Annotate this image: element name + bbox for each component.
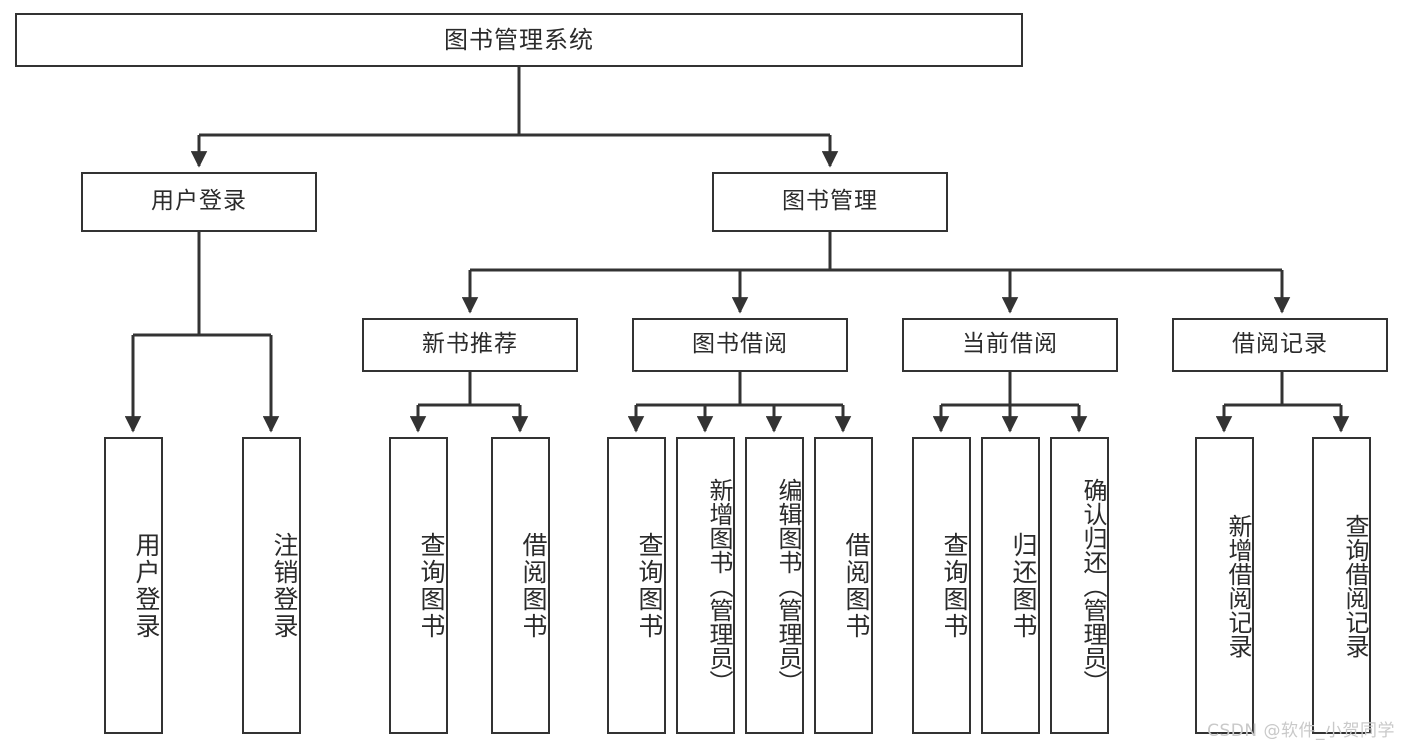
node-current-borrow[interactable]: 当前借阅 [902, 318, 1118, 372]
leaf-borrow-record-add[interactable]: 新增借阅记录 [1195, 437, 1254, 734]
leaf-current-borrow-query[interactable]: 查询图书 [912, 437, 971, 734]
leaf-new-book-query[interactable]: 查询图书 [389, 437, 448, 734]
node-label: 当前借阅 [962, 331, 1058, 358]
leaf-borrow-record-query[interactable]: 查询借阅记录 [1312, 437, 1371, 734]
node-user-login[interactable]: 用户登录 [81, 172, 317, 232]
node-label: 注销登录 [270, 531, 299, 640]
node-book-borrow[interactable]: 图书借阅 [632, 318, 848, 372]
node-label: 确认归还（管理员） [1079, 477, 1107, 694]
node-label: 用户登录 [151, 188, 247, 215]
leaf-book-borrow-edit-admin[interactable]: 编辑图书（管理员） [745, 437, 804, 734]
node-label: 用户登录 [132, 531, 161, 640]
node-label: 图书借阅 [692, 331, 788, 358]
leaf-book-borrow-borrow[interactable]: 借阅图书 [814, 437, 873, 734]
node-label: 查询借阅记录 [1341, 513, 1369, 658]
leaf-book-borrow-query[interactable]: 查询图书 [607, 437, 666, 734]
node-label: 借阅图书 [842, 531, 871, 640]
node-label: 查询图书 [417, 531, 446, 640]
node-label: 归还图书 [1009, 531, 1038, 640]
node-label: 编辑图书（管理员） [774, 477, 802, 694]
node-label: 新增借阅记录 [1224, 513, 1252, 658]
leaf-current-borrow-confirm-return-admin[interactable]: 确认归还（管理员） [1050, 437, 1109, 734]
leaf-book-borrow-add-admin[interactable]: 新增图书（管理员） [676, 437, 735, 734]
node-label: 借阅图书 [519, 531, 548, 640]
node-book-management[interactable]: 图书管理 [712, 172, 948, 232]
node-label: 新书推荐 [422, 331, 518, 358]
node-label: 新增图书（管理员） [705, 477, 733, 694]
leaf-new-book-borrow[interactable]: 借阅图书 [491, 437, 550, 734]
node-label: 图书管理系统 [444, 25, 594, 54]
watermark: CSDN @软件_小贺同学 [1207, 721, 1395, 741]
node-label: 借阅记录 [1232, 331, 1328, 358]
node-label: 查询图书 [940, 531, 969, 640]
node-new-book-recommend[interactable]: 新书推荐 [362, 318, 578, 372]
node-label: 查询图书 [635, 531, 664, 640]
node-root-book-management-system[interactable]: 图书管理系统 [15, 13, 1023, 67]
node-borrow-record[interactable]: 借阅记录 [1172, 318, 1388, 372]
node-label: 图书管理 [782, 188, 878, 215]
leaf-user-login-logout[interactable]: 注销登录 [242, 437, 301, 734]
leaf-current-borrow-return[interactable]: 归还图书 [981, 437, 1040, 734]
leaf-user-login-login[interactable]: 用户登录 [104, 437, 163, 734]
